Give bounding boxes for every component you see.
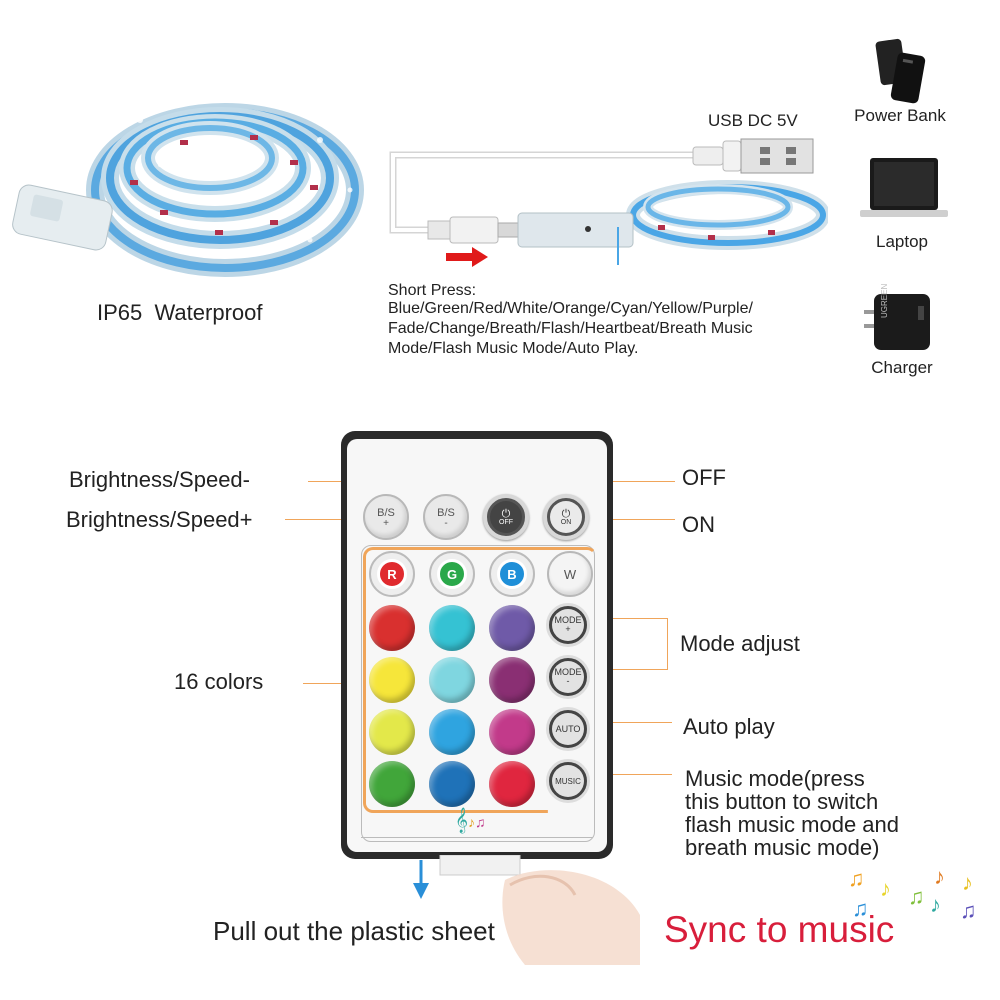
music-button[interactable]: MUSIC [546,759,590,803]
power-bank-icon [872,36,932,106]
off-button[interactable]: ⏻ OFF [483,494,529,540]
sync-to-music-label: Sync to music [664,909,895,950]
white-button-label: W [563,566,577,582]
music-notes-icon: ♫ ♪ ♫ ♪ ♪ ♫ ♪ ♫ [848,864,977,923]
color-button[interactable] [369,709,415,755]
brightness-plus-button[interactable]: B/S + [363,494,409,540]
leader-line [285,519,357,520]
leader-line [590,519,675,520]
auto-label: AUTO [555,723,581,734]
waterproof-label: IP65 Waterproof [97,300,263,325]
color-button[interactable] [429,605,475,651]
leader-line [592,618,668,619]
power-icon: ⏻ [501,507,511,520]
label-auto-play: Auto play [683,714,775,739]
brightness-minus-button[interactable]: B/S - [423,494,469,540]
minus-sign: - [566,676,570,686]
leader-line [592,669,668,670]
blue-button[interactable]: B [489,551,535,597]
green-button[interactable]: G [429,551,475,597]
short-press-line: Mode/Flash Music Mode/Auto Play. [388,340,639,357]
green-button-core: G [437,559,467,589]
mode-plus-button[interactable]: MODE + [546,603,590,647]
bs-plus-label: B/S [377,506,395,519]
usb-cable-diagram [388,135,830,275]
remote-control: B/S + B/S - ⏻ OFF ⏻ ON R G [341,431,613,859]
short-press-line: Fade/Change/Breath/Flash/Heartbeat/Breat… [388,320,753,337]
remote-face: B/S + B/S - ⏻ OFF ⏻ ON R G [347,439,607,852]
color-button[interactable] [489,605,535,651]
color-button[interactable] [429,709,475,755]
label-16-colors: 16 colors [174,669,264,694]
leader-line [303,683,357,684]
label-off: OFF [682,465,726,490]
led-strip-coil-image [10,60,370,290]
color-button[interactable] [489,761,535,807]
plastic-sheet-pull-image [405,854,645,965]
color-group-outline [361,545,595,842]
red-button-core: R [377,559,407,589]
color-button[interactable] [369,761,415,807]
charger-brand: UGREEN [880,283,889,318]
charger-icon [862,292,942,354]
short-press-title: Short Press: [388,282,477,299]
blue-button-core: B [497,559,527,589]
bs-minus-label: B/S [437,506,455,519]
device-label-laptop: Laptop [876,232,928,251]
color-button[interactable] [489,657,535,703]
label-mode-adjust: Mode adjust [680,631,800,656]
color-button[interactable] [429,761,475,807]
pull-sheet-label: Pull out the plastic sheet [213,916,495,946]
label-music-mode: flash music mode and [685,812,899,837]
label-music-mode: this button to switch [685,789,879,814]
laptop-icon [858,156,950,222]
plus-sign: + [383,517,389,529]
leader-line [667,618,668,670]
on-button[interactable]: ⏻ ON [543,494,589,540]
color-group-highlight [363,547,597,813]
minus-sign: - [444,517,448,529]
leader-line [592,722,672,723]
device-label-power-bank: Power Bank [854,106,946,125]
mode-minus-button[interactable]: MODE - [546,655,590,699]
white-button[interactable]: W [547,551,593,597]
device-label-charger: Charger [871,358,933,377]
leader-line [592,774,672,775]
label-on: ON [682,512,715,537]
red-button[interactable]: R [369,551,415,597]
short-press-line: Blue/Green/Red/White/Orange/Cyan/Yellow/… [388,300,753,317]
usb-label: USB DC 5V [708,111,798,130]
color-button[interactable] [429,657,475,703]
color-button[interactable] [489,709,535,755]
label-music-mode: Music mode(press [685,766,865,791]
on-button-label: ON [560,518,572,526]
label-music-mode: breath music mode) [685,835,880,860]
power-icon: ⏻ [561,507,571,520]
plus-sign: + [565,624,571,634]
music-label: MUSIC [555,776,581,786]
music-notes-logo: 𝄞♪♫ [455,807,486,832]
color-button[interactable] [369,657,415,703]
mode-minus-label: MODE [554,667,582,677]
color-button[interactable] [369,605,415,651]
off-button-label: OFF [499,518,513,526]
remote-divider [361,837,593,838]
auto-button[interactable]: AUTO [546,707,590,751]
label-brightness-minus: Brightness/Speed- [69,467,250,492]
label-brightness-plus: Brightness/Speed+ [66,507,253,532]
mode-plus-label: MODE [554,615,582,625]
